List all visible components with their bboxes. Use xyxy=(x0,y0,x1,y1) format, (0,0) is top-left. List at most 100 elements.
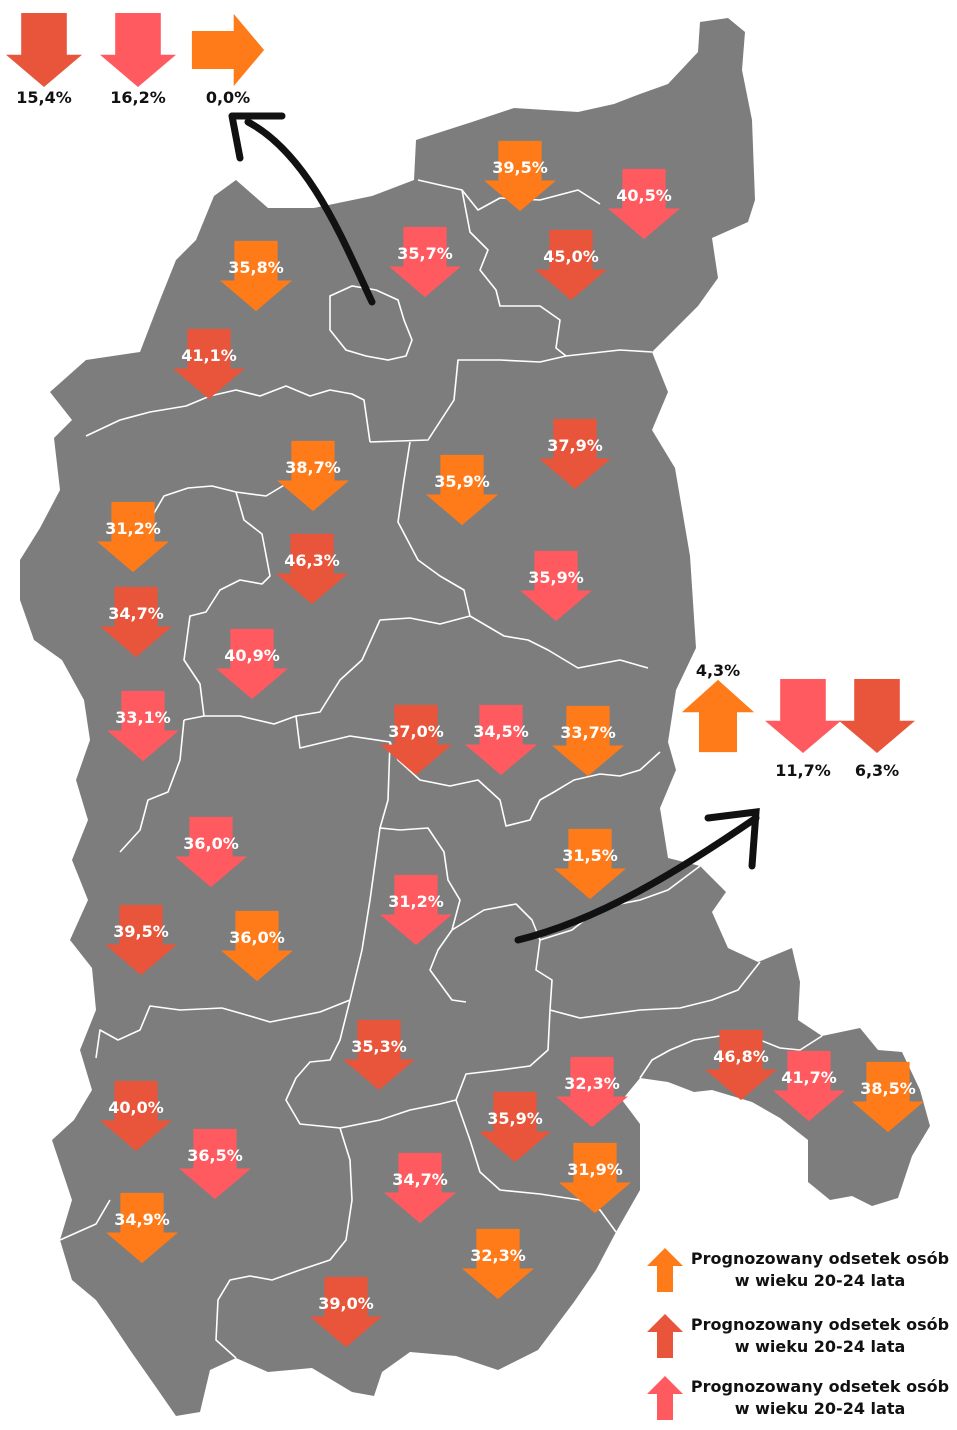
region-value: 35,9% xyxy=(434,472,490,491)
region-arrow xyxy=(105,904,177,976)
region-arrow xyxy=(100,586,172,658)
region-arrow xyxy=(554,828,626,900)
region-arrow xyxy=(559,1142,631,1214)
region-arrow xyxy=(479,1091,551,1163)
legend-label-line2: w wieku 20-24 lata xyxy=(734,1399,906,1418)
region-value: 37,9% xyxy=(547,436,603,455)
region-value: 36,0% xyxy=(229,928,285,947)
region-arrow xyxy=(520,550,592,622)
region-value: 46,3% xyxy=(284,551,340,570)
region-value: 37,0% xyxy=(388,722,444,741)
region-arrow xyxy=(608,168,680,240)
region-arrow xyxy=(552,705,624,777)
legend-label-line2: w wieku 20-24 lata xyxy=(734,1337,906,1356)
region-value: 35,9% xyxy=(487,1109,543,1128)
callout-value: 0,0% xyxy=(205,88,251,107)
region-value: 32,3% xyxy=(564,1074,620,1093)
region-arrow xyxy=(535,229,607,301)
callout-curves xyxy=(228,112,760,944)
region-value: 34,7% xyxy=(108,604,164,623)
region-value: 40,9% xyxy=(224,646,280,665)
region-value: 45,0% xyxy=(543,247,599,266)
region-arrow xyxy=(380,874,452,946)
region-arrow xyxy=(852,1061,924,1133)
region-arrow xyxy=(179,1128,251,1200)
legend-label-line1: Prognozowany odsetek osób xyxy=(690,1315,950,1334)
region-arrow xyxy=(556,1056,628,1128)
region-arrow xyxy=(216,628,288,700)
legend-label: Prognozowany odsetek osób w wieku 20-24 l… xyxy=(690,1248,950,1292)
region-value: 38,5% xyxy=(860,1079,916,1098)
callout-arrow xyxy=(191,13,265,87)
region-value: 39,5% xyxy=(113,922,169,941)
callout-arrow xyxy=(839,678,915,754)
region-value: 41,1% xyxy=(181,346,237,365)
region-value: 36,0% xyxy=(183,834,239,853)
legend-label-line2: w wieku 20-24 lata xyxy=(734,1271,906,1290)
region-value: 34,9% xyxy=(114,1210,170,1229)
city-enclave xyxy=(329,285,413,361)
legend-label: Prognozowany odsetek osób w wieku 20-24 l… xyxy=(690,1376,950,1420)
region-arrow xyxy=(221,910,293,982)
region-value: 41,7% xyxy=(781,1068,837,1087)
region-arrow xyxy=(389,226,461,298)
region-value: 46,8% xyxy=(713,1047,769,1066)
region-arrow xyxy=(384,1152,456,1224)
callout-value: 15,4% xyxy=(16,88,72,107)
region-arrow xyxy=(773,1050,845,1122)
region-arrow xyxy=(484,140,556,212)
region-value: 31,2% xyxy=(105,519,161,538)
region-arrow xyxy=(380,704,452,776)
region-value: 31,2% xyxy=(388,892,444,911)
legend-arrow-icon xyxy=(647,1248,683,1292)
region-arrow xyxy=(106,1192,178,1264)
callout-arrow xyxy=(681,679,755,753)
region-value: 35,3% xyxy=(351,1037,407,1056)
region-value: 31,5% xyxy=(562,846,618,865)
callout-arrow xyxy=(765,678,841,754)
callout-value: 16,2% xyxy=(110,88,166,107)
legend-label-line1: Prognozowany odsetek osób xyxy=(690,1377,950,1396)
region-arrow xyxy=(705,1029,777,1101)
callout-arrow xyxy=(6,12,82,88)
legend-label: Prognozowany odsetek osób w wieku 20-24 l… xyxy=(690,1314,950,1358)
region-value: 33,7% xyxy=(560,723,616,742)
region-arrow xyxy=(277,440,349,512)
legend-label-line1: Prognozowany odsetek osób xyxy=(690,1249,950,1268)
region-arrow xyxy=(97,501,169,573)
region-value: 35,7% xyxy=(397,244,453,263)
region-value: 32,3% xyxy=(470,1246,526,1265)
callout-arrow xyxy=(100,12,176,88)
callout-value: 4,3% xyxy=(695,661,741,680)
region-arrow xyxy=(175,816,247,888)
region-value: 39,0% xyxy=(318,1294,374,1313)
region-value: 39,5% xyxy=(492,158,548,177)
region-value: 34,5% xyxy=(473,722,529,741)
region-value: 40,0% xyxy=(108,1098,164,1117)
region-arrow xyxy=(173,328,245,400)
region-value: 34,7% xyxy=(392,1170,448,1189)
region-arrow xyxy=(100,1080,172,1152)
map-outline xyxy=(20,18,930,1416)
legend-arrow-icon xyxy=(647,1376,683,1420)
legend-arrow-icon xyxy=(647,1314,683,1358)
region-value: 40,5% xyxy=(616,186,672,205)
region-arrow xyxy=(220,240,292,312)
region-value: 35,9% xyxy=(528,568,584,587)
region-value: 38,7% xyxy=(285,458,341,477)
region-arrow xyxy=(539,418,611,490)
region-arrow xyxy=(426,454,498,526)
region-arrow xyxy=(462,1228,534,1300)
region-arrow xyxy=(310,1276,382,1348)
callout-value: 6,3% xyxy=(854,761,900,780)
callout-value: 11,7% xyxy=(775,761,831,780)
region-arrow xyxy=(343,1019,415,1091)
region-arrow xyxy=(465,704,537,776)
region-value: 31,9% xyxy=(567,1160,623,1179)
arrow-layer xyxy=(6,12,924,1348)
region-arrow xyxy=(276,533,348,605)
region-value: 35,8% xyxy=(228,258,284,277)
region-arrow xyxy=(107,690,179,762)
region-value: 33,1% xyxy=(115,708,171,727)
